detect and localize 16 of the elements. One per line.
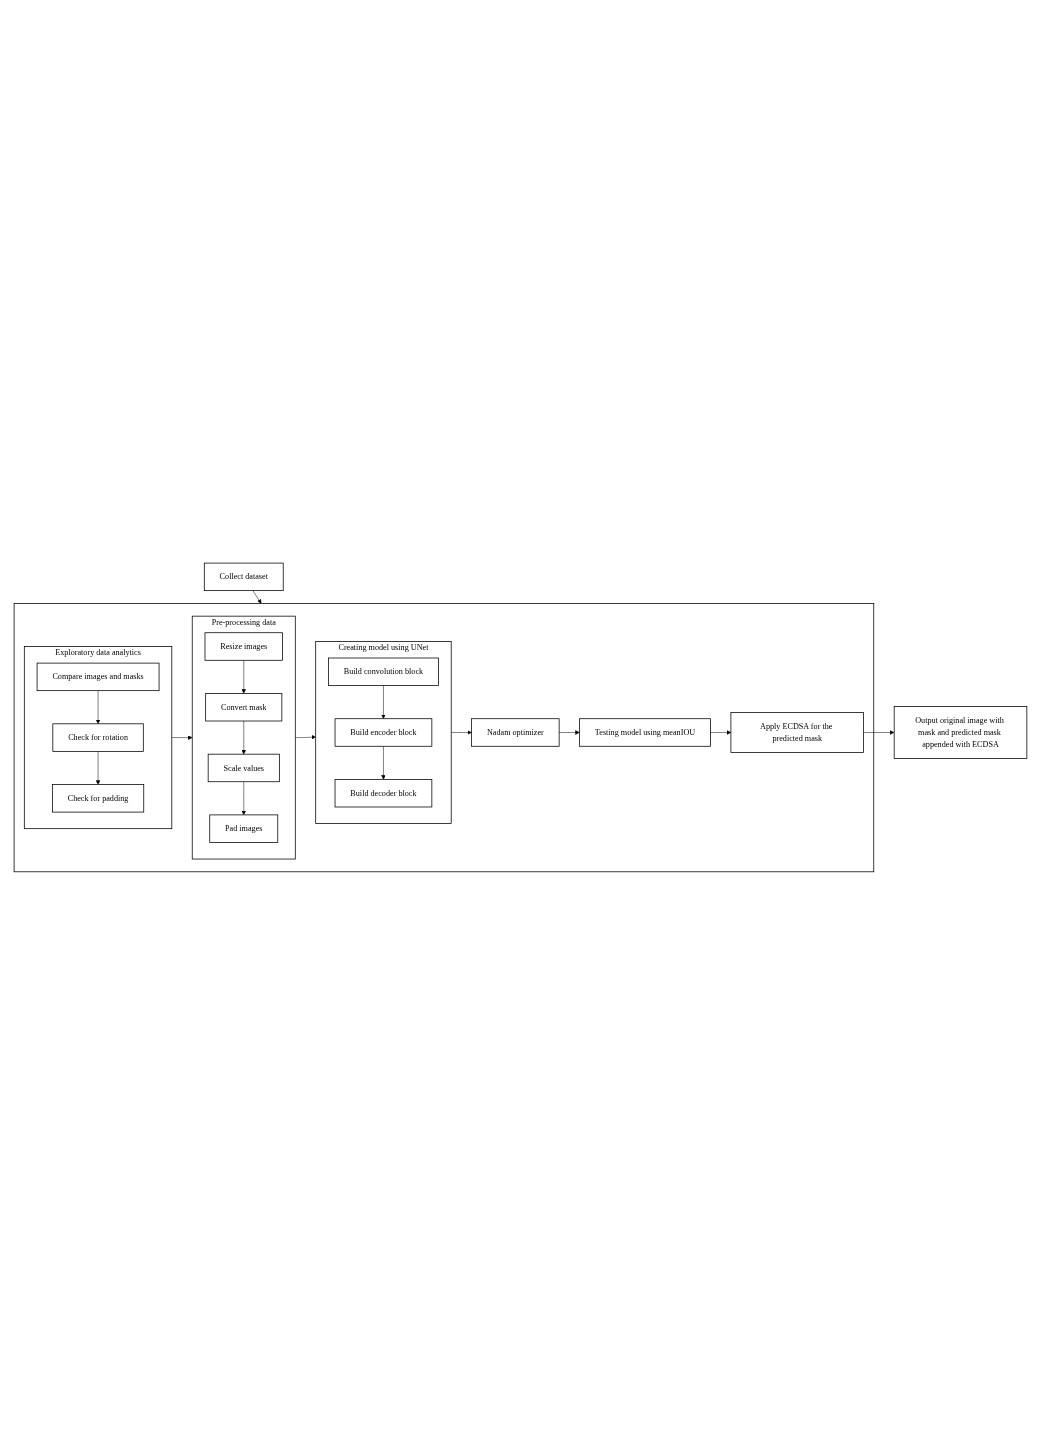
cluster bbox=[13, 602, 875, 872]
node-box: Collect dataset bbox=[203, 562, 284, 591]
node-box: Pad images bbox=[209, 814, 279, 843]
node-box: Build encoder block bbox=[334, 717, 433, 747]
node-box: Output original image with mask and predicted mask appended with ECDSA bbox=[893, 705, 1028, 759]
node-box: Build convolution block bbox=[328, 657, 439, 686]
node-box: Build decoder block bbox=[334, 778, 433, 807]
node-box: Compare images and masks bbox=[36, 662, 160, 691]
node-box: Nadam optimizer bbox=[471, 717, 560, 747]
node-box: Apply ECDSA for the predicted mask bbox=[730, 711, 864, 753]
node-box: Scale values bbox=[207, 753, 280, 782]
node-box: Testing model using meanIOU bbox=[579, 717, 711, 747]
node-box: Check for padding bbox=[52, 783, 145, 813]
node-box: Check for rotation bbox=[52, 723, 144, 752]
node-box: Resize images bbox=[204, 631, 283, 661]
node-box: Convert mask bbox=[205, 692, 283, 721]
